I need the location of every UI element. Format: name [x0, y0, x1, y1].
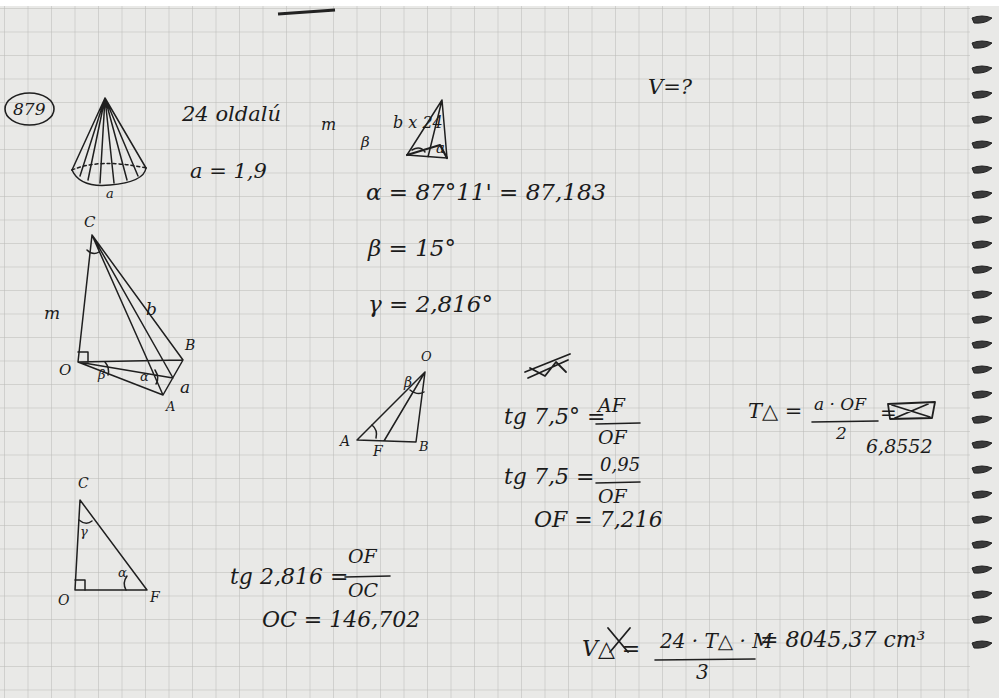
spiral-ring [972, 41, 992, 48]
spiral-binding [972, 16, 992, 648]
spiral-ring [972, 266, 992, 273]
handwritten-text: V=? [648, 76, 692, 99]
spiral-ring [972, 541, 992, 548]
spiral-ring [972, 116, 992, 123]
handwritten-text: a · OF [814, 395, 866, 414]
spiral-ring [972, 166, 992, 173]
spiral-ring [972, 516, 992, 523]
circled-exercise-number: 879 [4, 92, 55, 126]
handwritten-text: OF [598, 427, 627, 448]
handwritten-text: AF [598, 395, 625, 416]
handwritten-text: a = 1,9 [190, 160, 267, 183]
handwritten-text: β [404, 375, 412, 390]
spiral-ring [972, 341, 992, 348]
handwritten-text: tg 7,5 = [504, 465, 594, 489]
handwritten-text: V△ = [582, 637, 640, 661]
handwritten-text: T△ = [748, 400, 802, 423]
spiral-ring [972, 366, 992, 373]
grid [0, 0, 970, 698]
spiral-ring [972, 141, 992, 148]
triangle-oab [357, 372, 425, 442]
handwritten-text: OF [598, 486, 627, 507]
handwritten-text: α = 87°11' = 87,183 [366, 180, 606, 205]
handwritten-text: tg 2,816 = [230, 565, 348, 589]
handwritten-text: A [166, 400, 175, 414]
crossed-out [525, 354, 935, 652]
handwritten-text: 2 [836, 424, 847, 443]
handwritten-text: O [421, 350, 432, 364]
handwritten-text: = [880, 402, 897, 424]
handwritten-text: F [150, 590, 160, 605]
handwritten-text: OF = 7,216 [534, 508, 663, 532]
spiral-ring [972, 641, 992, 648]
handwritten-text: α [140, 370, 149, 384]
handwritten-text: β [361, 134, 370, 151]
handwritten-text: OC = 146,702 [262, 608, 420, 632]
handwritten-text: B [185, 338, 195, 353]
handwritten-text: = 8045,37 cm³ [760, 628, 925, 652]
handwritten-text: C [78, 476, 89, 491]
page-edge [0, 0, 999, 6]
handwritten-text: 3 [696, 661, 709, 683]
cone-sketch [72, 98, 146, 185]
spiral-ring [972, 216, 992, 223]
spiral-ring [972, 566, 992, 573]
handwritten-text: a [106, 187, 114, 201]
handwritten-text: 24 · T△ · M [660, 630, 773, 652]
triangle-cof [75, 500, 147, 590]
spiral-ring [972, 291, 992, 298]
spiral-ring [972, 191, 992, 198]
handwritten-text: O [58, 593, 69, 608]
spiral-ring [972, 91, 992, 98]
exercise-number: 879 [4, 92, 55, 126]
handwritten-text: a [180, 378, 190, 397]
spiral-ring [972, 391, 992, 398]
handwritten-text: 6,8552 [866, 436, 932, 457]
spiral-ring [972, 616, 992, 623]
handwritten-text: b x 24 [393, 114, 443, 132]
handwritten-text: OC [348, 580, 378, 601]
handwritten-text: 24 oldalú [182, 103, 281, 126]
handwritten-text: b [146, 300, 157, 319]
spiral-ring [972, 416, 992, 423]
spiral-ring [972, 16, 992, 23]
pyramid-diagram [78, 235, 183, 395]
spiral-ring [972, 66, 992, 73]
spiral-ring [972, 241, 992, 248]
handwritten-text: F [373, 444, 383, 459]
handwritten-text: B [419, 440, 429, 454]
fraction-bar [345, 421, 878, 660]
handwritten-text: β [98, 368, 106, 382]
handwritten-text: γ = 2,816° [368, 292, 493, 317]
handwritten-text: α [118, 566, 127, 580]
spiral-ring [972, 441, 992, 448]
spiral-ring [972, 466, 992, 473]
handwritten-text: O [59, 362, 71, 379]
handwritten-text: OF [348, 546, 377, 567]
handwritten-text: C [84, 214, 95, 231]
spiral-ring [972, 316, 992, 323]
handwritten-text: β = 15° [368, 236, 456, 261]
handwritten-text: A [340, 434, 350, 449]
handwritten-text: m [44, 304, 60, 323]
spiral-ring [972, 491, 992, 498]
handwritten-text: 0,95 [600, 455, 640, 475]
handwritten-text: tg 7,5° = [504, 405, 605, 429]
pen-stroke [278, 10, 335, 14]
spiral-ring [972, 591, 992, 598]
handwritten-text: γ [80, 525, 88, 539]
handwritten-text: a [436, 140, 445, 157]
handwritten-text: m [321, 116, 336, 134]
circle-stroke [5, 93, 54, 125]
